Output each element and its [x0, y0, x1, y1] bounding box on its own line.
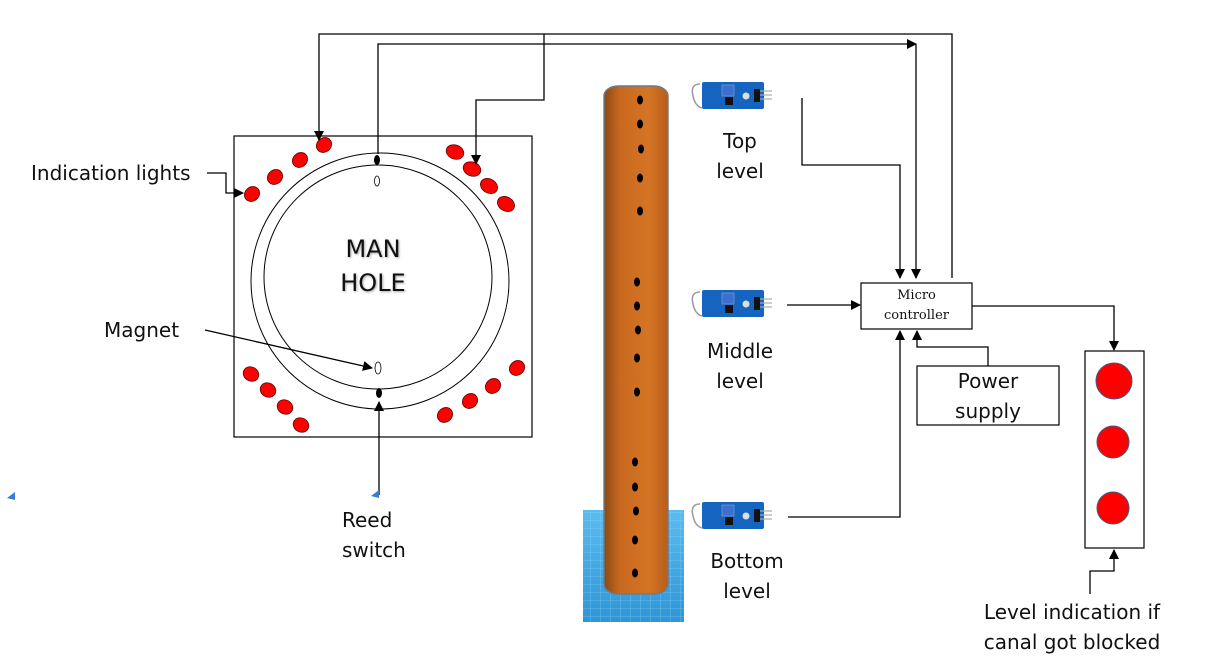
bottom-level-label-line2: level — [723, 579, 771, 603]
level-lamp — [1096, 491, 1130, 525]
microcontroller-label-line2: controller — [884, 308, 949, 323]
indication-light — [436, 407, 454, 423]
level-lamp — [1096, 425, 1130, 459]
triangle-marker-icon — [7, 492, 15, 500]
level-indication-label-line1: Level indication if — [983, 600, 1161, 624]
indication-light — [291, 152, 309, 168]
wire-power-to-mc — [912, 330, 989, 366]
perforated-pipe — [603, 85, 669, 595]
manhole-title-line2: HOLE — [340, 269, 406, 297]
microcontroller-label: Micro controller — [861, 286, 972, 326]
microcontroller-box — [860, 282, 973, 330]
middle-level-label-line2: level — [716, 369, 764, 393]
bottom-level-label: Bottom level — [700, 546, 794, 606]
magnet-pointer — [204, 329, 373, 371]
indication-light — [292, 417, 310, 433]
indication-light — [243, 186, 261, 202]
bottom-level-label-line1: Bottom — [710, 549, 784, 573]
reed-switch-label-line1: Reed — [342, 508, 393, 532]
magnet-top — [374, 175, 380, 187]
indication-light — [497, 196, 515, 212]
indication-light — [484, 378, 502, 394]
wire-reed-top-to-mc — [377, 39, 917, 154]
wire-mc-to-level-indicator — [972, 305, 1119, 351]
indication-light — [445, 144, 465, 160]
top-level-label-line2: level — [716, 159, 764, 183]
top-sensor-module — [691, 82, 772, 109]
wire-mc-to-right-lights — [471, 34, 545, 165]
wire-label-to-indicator — [1089, 549, 1119, 594]
bottom-sensor-module — [691, 502, 772, 529]
magnet-bottom — [374, 361, 382, 375]
manhole-title-line1: MAN — [345, 235, 401, 263]
wire-bottom-sensor-to-mc — [788, 330, 905, 518]
power-supply-label-line2: supply — [955, 399, 1021, 423]
reed-switch-label-line2: switch — [342, 538, 406, 562]
microcontroller-label-line1: Micro — [897, 288, 936, 303]
pipe-holes — [632, 95, 644, 578]
indication-light — [259, 382, 277, 398]
level-indication-label: Level indication if canal got blocked — [972, 597, 1172, 657]
manhole-title: MAN HOLE — [318, 232, 428, 300]
reed-switch-label: Reed switch — [342, 505, 406, 565]
top-level-label: Top level — [700, 126, 780, 186]
indication-light — [276, 399, 294, 415]
reed-switch-top — [374, 155, 380, 165]
power-supply-label-line1: Power — [957, 369, 1019, 393]
indication-lights — [242, 137, 526, 433]
wire-mc-to-left-lights — [314, 33, 953, 278]
indication-light — [480, 178, 498, 194]
level-indication-label-line2: canal got blocked — [983, 630, 1161, 654]
power-supply-label: Power supply — [917, 366, 1059, 426]
middle-sensor-module — [691, 290, 772, 317]
indication-light — [242, 366, 260, 382]
wire-top-sensor-to-mc — [801, 98, 905, 279]
indication-light — [508, 360, 526, 376]
level-lamp — [1095, 362, 1133, 400]
middle-level-label-line1: Middle — [706, 339, 774, 363]
reed-switch-bottom — [376, 388, 382, 398]
triangle-marker-icon — [371, 490, 379, 498]
power-supply-box — [916, 365, 1060, 426]
indication-lights-pointer — [207, 172, 244, 198]
magnet-label: Magnet — [104, 318, 180, 342]
top-level-label-line1: Top — [723, 129, 757, 153]
middle-level-label: Middle level — [695, 336, 785, 396]
indication-light — [461, 393, 479, 409]
indication-lights-label: Indication lights — [31, 161, 191, 185]
indication-light — [266, 169, 284, 185]
